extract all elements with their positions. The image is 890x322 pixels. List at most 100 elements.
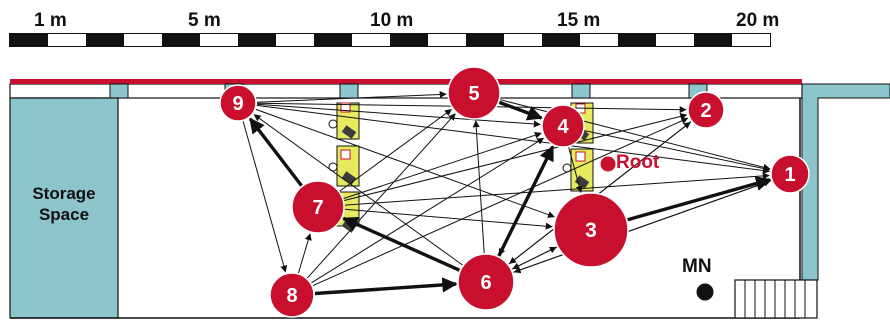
link-4-to-6	[498, 145, 554, 256]
wall-pillar	[571, 83, 591, 99]
node-6-label: 6	[480, 272, 491, 294]
link-9-to-8	[242, 121, 288, 273]
node-8-label: 8	[286, 285, 297, 307]
scale-bar-segments	[10, 34, 770, 46]
wall-pillar	[339, 83, 359, 99]
scale-label-5m: 5 m	[188, 10, 221, 31]
link-2-to-6	[509, 121, 692, 264]
link-8-to-6	[314, 277, 458, 296]
stairs	[734, 279, 818, 319]
wall-pillar	[109, 83, 129, 99]
scale-segment	[504, 34, 542, 46]
link-9-to-4	[256, 103, 541, 128]
scale-segment	[238, 34, 276, 46]
room: Storage Space	[9, 79, 890, 319]
node-1: 1	[770, 154, 810, 194]
link-arrows	[242, 90, 772, 296]
scale-segment	[200, 34, 238, 46]
storage-label-line2: Space	[39, 205, 89, 224]
node-5: 5	[447, 66, 501, 120]
scale-bar: 1 m 5 m 10 m 15 m 20 m	[9, 10, 779, 47]
scale-segment	[162, 34, 200, 46]
link-7-to-3	[344, 208, 553, 230]
scale-segment	[694, 34, 732, 46]
scale-segment	[542, 34, 580, 46]
root-label: Root	[616, 152, 660, 173]
scale-segment	[86, 34, 124, 46]
scale-segment	[580, 34, 618, 46]
node-3-circle	[553, 192, 629, 268]
node-3-label: 3	[585, 219, 597, 242]
scale-segment	[124, 34, 162, 46]
link-6-to-9	[253, 114, 463, 266]
scale-label-1m: 1 m	[34, 10, 67, 31]
scale-segment	[48, 34, 86, 46]
scale-segment	[352, 34, 390, 46]
desk-tag	[340, 102, 351, 113]
node-7-circle	[291, 180, 345, 234]
storage-label: Storage	[32, 184, 95, 203]
node-4: 4	[541, 104, 585, 148]
desk-tag	[575, 151, 586, 162]
link-4-to-1	[584, 130, 771, 172]
window-strip	[10, 79, 802, 84]
link-7-to-5	[339, 109, 452, 192]
node-8: 8	[269, 272, 315, 318]
node-2-label: 2	[700, 100, 711, 122]
link-5-to-4	[498, 100, 543, 121]
mn-marker: MN	[682, 256, 714, 301]
desk-tag	[340, 149, 351, 160]
scale-segment	[656, 34, 694, 46]
node-4-circle	[541, 104, 585, 148]
link-3-to-6	[512, 246, 558, 270]
root-marker: Root	[600, 152, 660, 173]
node-6-circle	[457, 253, 515, 311]
scale-segment	[466, 34, 504, 46]
link-1-to-6	[513, 180, 772, 274]
computer-icon	[574, 175, 590, 189]
node-2-circle	[687, 91, 725, 129]
right-wall-pillar	[801, 83, 890, 281]
link-8-to-2	[312, 117, 689, 287]
scale-segment	[618, 34, 656, 46]
scale-segment	[428, 34, 466, 46]
link-4-to-3	[568, 147, 583, 193]
link-6-to-5	[472, 120, 485, 254]
node-4-label: 4	[557, 116, 569, 138]
node-6: 6	[457, 253, 515, 311]
storage-space	[9, 97, 119, 319]
computer-icon	[341, 125, 357, 139]
link-8-to-5	[307, 113, 456, 279]
link-7-to-1	[344, 172, 770, 206]
scale-segment	[314, 34, 352, 46]
node-9: 9	[219, 84, 257, 122]
mn-label: MN	[682, 256, 712, 277]
node-7-label: 7	[312, 197, 323, 219]
scale-label-20m: 20 m	[736, 10, 779, 31]
root-dot	[600, 156, 616, 172]
link-7-to-9	[248, 117, 303, 187]
link-7-to-2	[344, 113, 688, 201]
node-1-label: 1	[784, 164, 795, 186]
node-9-circle	[219, 84, 257, 122]
node-2: 2	[687, 91, 725, 129]
mn-dot	[696, 283, 714, 301]
node-9-label: 9	[232, 93, 243, 115]
link-3-to-1	[627, 176, 772, 222]
scale-label-15m: 15 m	[557, 10, 600, 31]
scale-segment	[390, 34, 428, 46]
scale-segment	[732, 34, 770, 46]
link-9-to-5	[256, 90, 447, 103]
node-3: 3	[553, 192, 629, 268]
link-7-to-4	[343, 131, 542, 199]
link-5-to-1	[500, 99, 771, 171]
link-6-to-7	[342, 216, 461, 272]
node-5-label: 5	[468, 83, 479, 105]
node-8-circle	[269, 272, 315, 318]
node-1-circle	[770, 154, 810, 194]
link-8-to-4	[311, 137, 545, 284]
link-9-to-1	[256, 104, 770, 174]
node-7: 7	[291, 180, 345, 234]
node-5-circle	[447, 66, 501, 120]
